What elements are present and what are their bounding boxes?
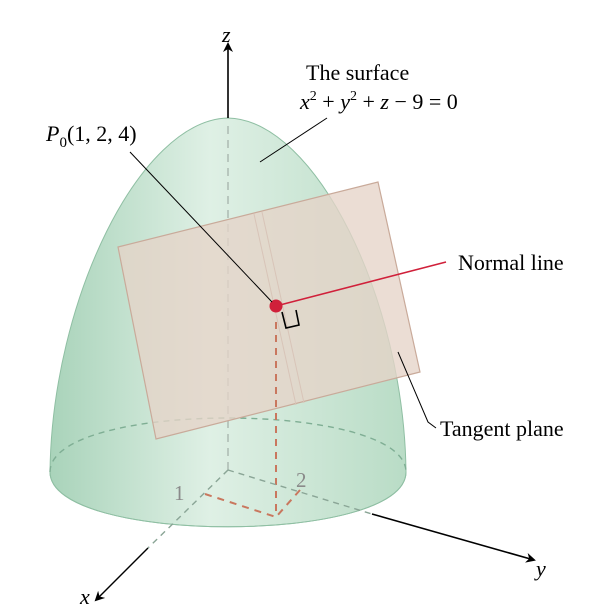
y-tick-label: 2 bbox=[296, 468, 307, 492]
y-axis bbox=[371, 513, 536, 563]
y-axis-label: y bbox=[534, 556, 546, 581]
right-angle-marker bbox=[281, 309, 300, 329]
normal-line bbox=[275, 261, 447, 307]
base-ellipse-back bbox=[49, 417, 407, 473]
projection-y bbox=[275, 489, 301, 518]
x-axis bbox=[94, 547, 149, 602]
p0-leader-line bbox=[129, 151, 273, 303]
point-p0 bbox=[269, 299, 283, 313]
surface-title: The surface bbox=[306, 60, 409, 85]
normal-line-label: Normal line bbox=[458, 250, 564, 275]
y-axis-hidden bbox=[227, 469, 373, 515]
x-tick-label: 1 bbox=[174, 481, 185, 505]
surface-equation: x2 + y2 + z − 9 = 0 bbox=[299, 89, 458, 114]
plane-crease-2 bbox=[261, 211, 305, 404]
x-axis-hidden bbox=[147, 469, 229, 549]
z-axis-label: z bbox=[221, 22, 231, 47]
base-ellipse-front bbox=[49, 471, 407, 528]
tangent-plane bbox=[117, 181, 421, 440]
surface-leader-line bbox=[259, 117, 328, 163]
p0-label: P0(1, 2, 4) bbox=[45, 121, 137, 151]
tangent-plane-label: Tangent plane bbox=[440, 416, 564, 441]
tangent-plane-leader-line bbox=[397, 351, 437, 429]
x-axis-label: x bbox=[79, 584, 90, 606]
